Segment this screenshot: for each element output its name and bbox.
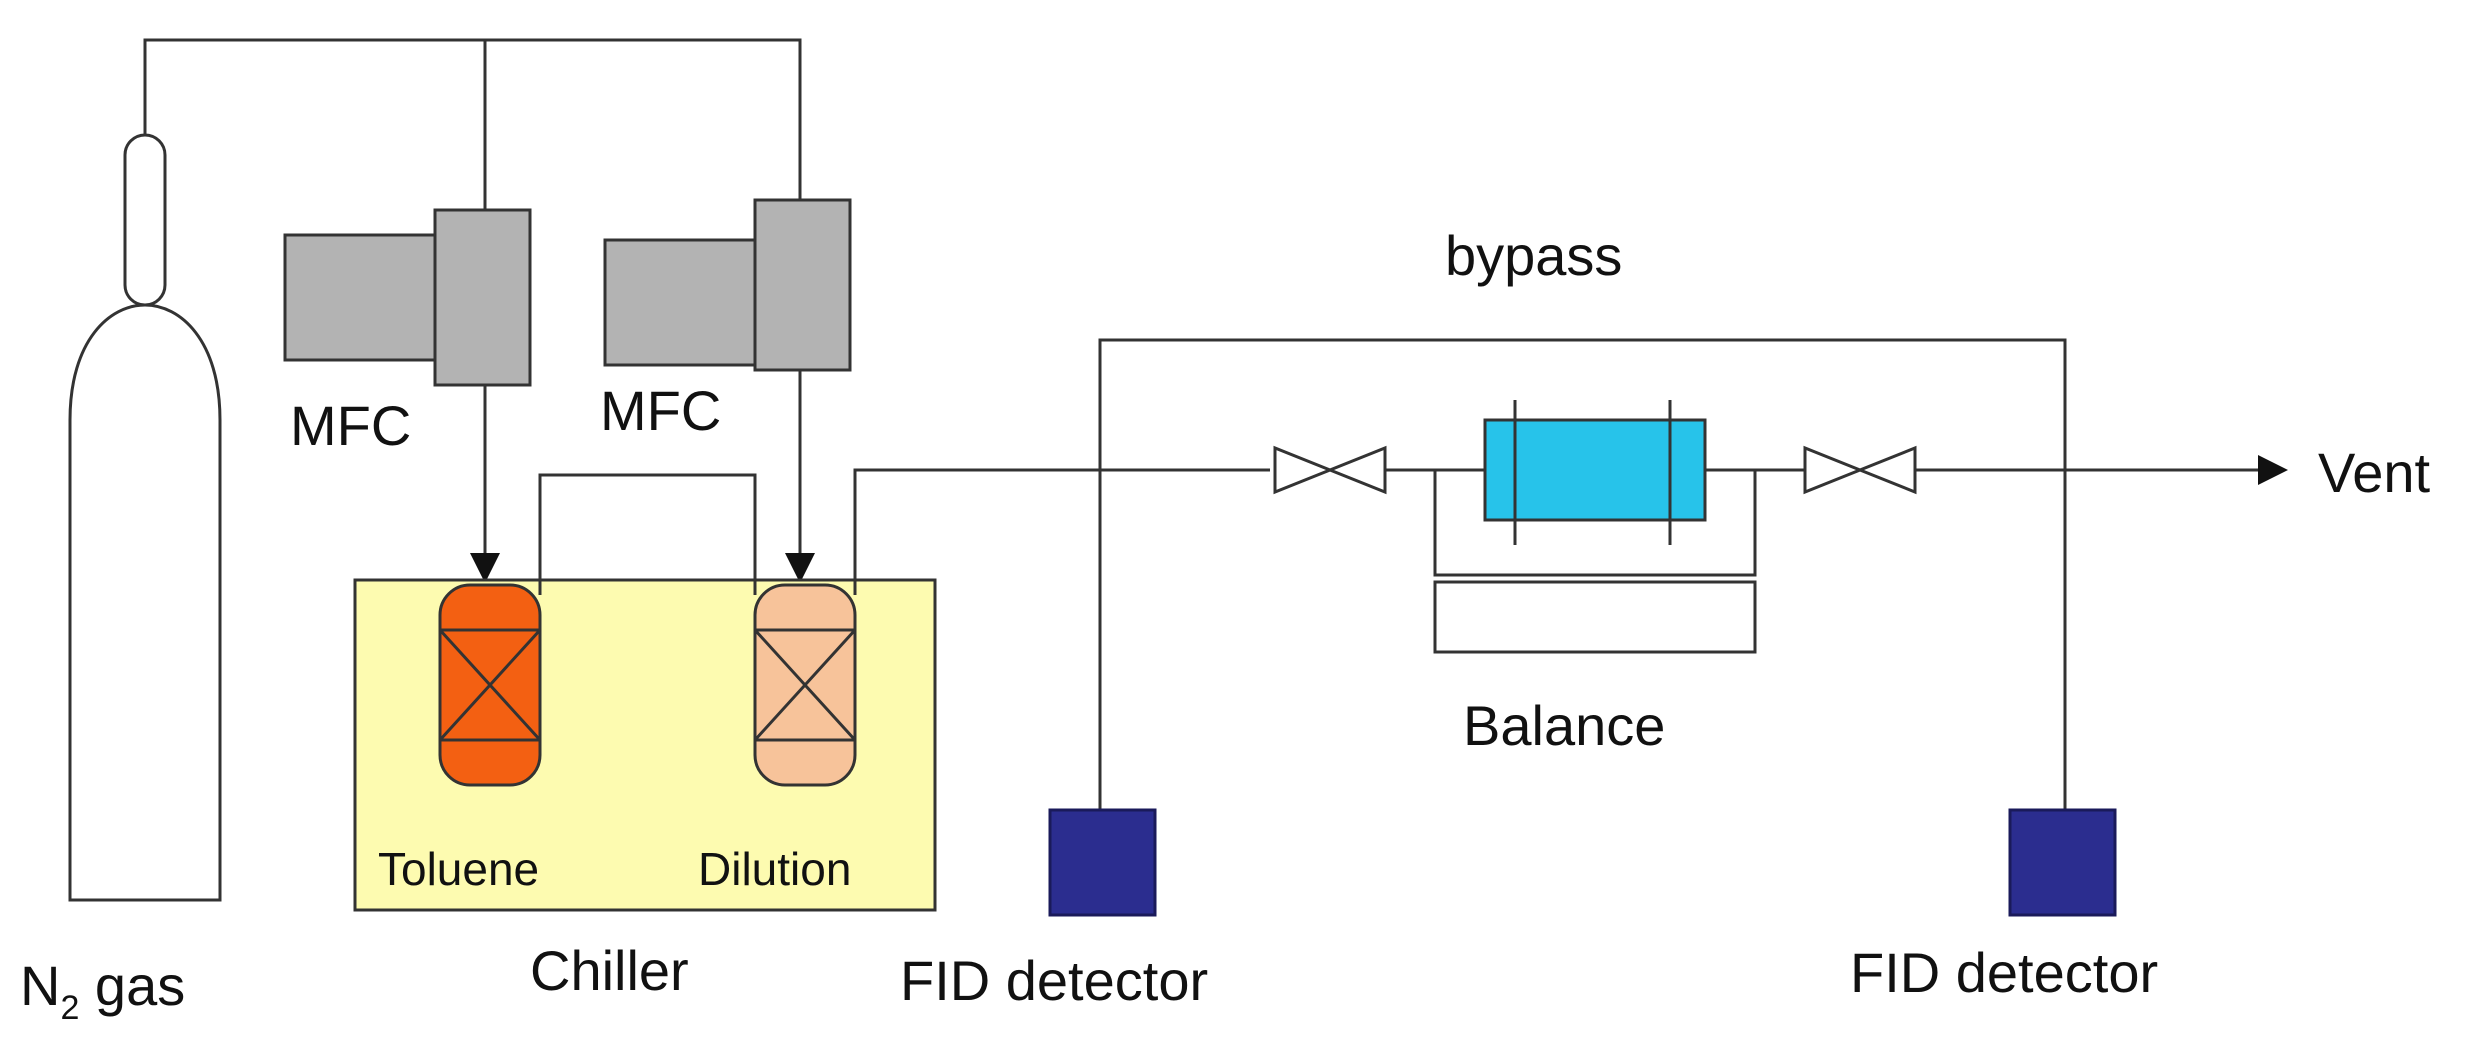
fid-right-label: FID detector <box>1850 941 2158 1004</box>
mfc-right <box>603 198 852 372</box>
dilution-label: Dilution <box>698 843 851 895</box>
n2-gas-label: N2 gas <box>20 954 185 1027</box>
chiller-label: Chiller <box>530 939 689 1002</box>
valve-right-icon[interactable] <box>1803 445 1917 495</box>
n2-gas-cylinder <box>68 133 222 902</box>
mfc-left-label: MFC <box>290 394 411 457</box>
mfc-right-label: MFC <box>600 379 721 442</box>
balance-label: Balance <box>1463 694 1665 757</box>
toluene-vessel <box>438 583 542 787</box>
mfc-left <box>283 208 532 387</box>
main-outlet-line <box>853 468 1270 595</box>
valve-left-icon[interactable] <box>1273 445 1387 495</box>
vessel-connection-line <box>538 473 757 595</box>
toluene-label: Toluene <box>378 843 539 895</box>
fid-detector-left <box>1048 808 1157 917</box>
fid-left-label: FID detector <box>900 949 1208 1012</box>
bypass-label: bypass <box>1445 224 1622 287</box>
supply-lines <box>143 38 802 210</box>
bypass-line <box>1098 338 2067 470</box>
balance <box>1433 470 1757 654</box>
reactor-tube <box>1483 400 1707 545</box>
dilution-vessel <box>753 583 857 787</box>
fid-detector-right <box>2008 808 2117 917</box>
vent-label: Vent <box>2318 441 2431 504</box>
